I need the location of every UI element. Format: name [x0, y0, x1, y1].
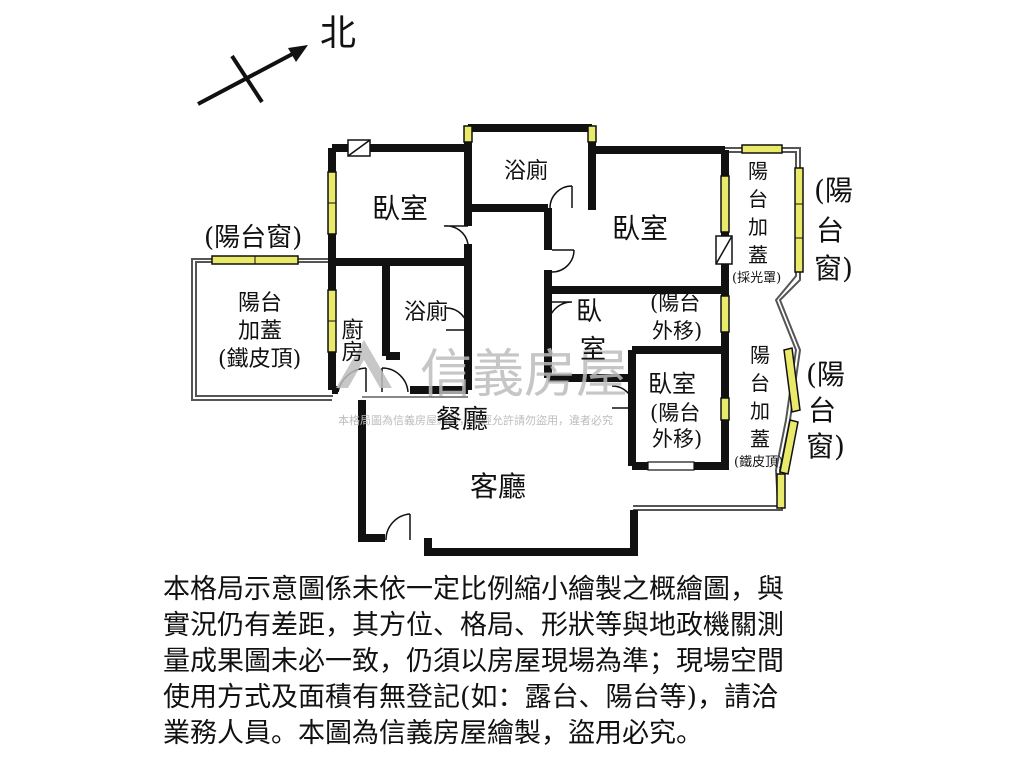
- balcony-outlines: [191, 147, 802, 511]
- sliding-window-fixture: [647, 461, 695, 471]
- left-balcony-labels: (陽台窗) 陽台 加蓋 (鐵皮頂): [204, 223, 302, 372]
- compass-cross-bar: [230, 54, 264, 104]
- label-left-balcony-3: (鐵皮頂): [218, 347, 301, 372]
- north-arrow-shaft: [197, 48, 301, 106]
- label-rbb-c2: 台: [750, 371, 770, 395]
- room-labels: 臥室 浴廁 臥室 廚房 浴廁 臥 室 (陽台 外移) 臥室 (陽台 外移) 餐廳…: [338, 159, 703, 503]
- label-balcony-moved-2: 外移): [652, 319, 702, 343]
- label-left-balcony-2: 加蓋: [238, 319, 282, 344]
- window-right-balcony-lower-c: [776, 473, 786, 509]
- label-bedroom-lower-note-2: 外移): [652, 427, 702, 451]
- watermark-brand: 信義房屋: [420, 345, 628, 405]
- watermark: 信義房屋 本格局圖為信義房屋繪製，未經允許請勿盜用，違者必究: [336, 340, 628, 427]
- label-rbt-window-1: (陽: [814, 174, 853, 207]
- label-rbb-c4: 蓋: [750, 427, 770, 451]
- disclaimer-line-1: 本格局示意圖係未依一定比例縮小繪製之概繪圖，與: [163, 574, 784, 605]
- window-right-balcony-lower-b: [779, 419, 799, 475]
- skylight-fixture-cross: [715, 235, 733, 265]
- north-arrow-head: [288, 45, 308, 62]
- label-bedroom-top-left: 臥室: [372, 192, 428, 225]
- door-bath-mid: [445, 307, 469, 331]
- label-bedroom-top-right: 臥室: [612, 212, 668, 245]
- label-rbb-window-1: (陽: [806, 358, 845, 391]
- window-bath-top-b: [587, 125, 597, 143]
- vent-fixture-cross: [347, 139, 371, 157]
- disclaimer-line-3: 量成果圖未必一致，仍須以房屋現場為準；現場空間: [163, 646, 784, 677]
- window-bedroom-top-right: [720, 175, 730, 233]
- label-rbb-c1: 陽: [750, 343, 770, 367]
- label-living: 客廳: [470, 470, 526, 503]
- door-bedroom-top-left: [443, 225, 469, 245]
- window-small-bedroom: [720, 295, 730, 333]
- right-balcony-bottom-labels: 陽 台 加 蓋 (鐵皮頂) (陽 台 窗): [734, 343, 845, 470]
- door-bedroom-top-right: [551, 249, 575, 273]
- window-dividers: [254, 202, 803, 322]
- door-lower-bedroom: [611, 385, 635, 409]
- label-rbt-window-3: 窗): [814, 252, 853, 285]
- watermark-small-text: 本格局圖為信義房屋繪製，未經允許請勿盜用，違者必究: [338, 413, 613, 427]
- door-entrance: [385, 513, 411, 541]
- label-rbb-window-2: 台: [808, 394, 836, 427]
- label-bath-top: 浴廁: [504, 159, 548, 184]
- door-small-bedroom: [547, 301, 573, 327]
- compass: 北: [197, 13, 356, 106]
- label-bedroom-lower: 臥室: [648, 370, 696, 398]
- window-right-balcony-top: [741, 144, 783, 154]
- label-small-bedroom-2: 室: [580, 335, 606, 365]
- right-balcony-top-labels: 陽 台 加 蓋 (採光罩) (陽 台 窗): [732, 159, 853, 286]
- wall-living-south: [424, 510, 638, 556]
- label-left-balcony-1: 陽台: [238, 291, 282, 316]
- disclaimer-line-5: 業務人員。本圖為信義房屋繪製，盜用必究。: [163, 718, 703, 749]
- label-rbt-c2: 台: [748, 187, 768, 211]
- label-small-bedroom-1: 臥: [576, 297, 602, 327]
- label-bath-mid: 浴廁: [404, 300, 448, 325]
- label-dining: 餐廳: [436, 405, 488, 435]
- window-lower-bedroom: [720, 397, 730, 421]
- label-rbb-c3: 加: [750, 399, 770, 423]
- label-rbt-c3: 加: [748, 215, 768, 239]
- door-bath-top: [549, 185, 573, 209]
- window-bath-top-a: [463, 125, 473, 143]
- label-bedroom-lower-note-1: (陽台: [650, 401, 700, 425]
- label-rbt-c4: 蓋: [748, 243, 768, 267]
- disclaimer-line-4: 使用方式及面積有無登記(如：露台、陽台等)，請洽: [163, 682, 779, 713]
- label-rbt-c1: 陽: [748, 159, 768, 183]
- disclaimer-line-2: 實況仍有差距，其方位、格局、形狀等與地政機關測: [163, 610, 784, 641]
- watermark-logo: [336, 340, 392, 388]
- label-rbt-note: (採光罩): [732, 271, 781, 286]
- window-right-balcony-side: [794, 167, 804, 273]
- window-right-balcony-lower-a: [783, 347, 801, 413]
- label-balcony-moved-1: (陽台: [650, 291, 700, 315]
- label-left-balcony-window: (陽台窗): [204, 223, 302, 253]
- north-label: 北: [320, 13, 356, 54]
- disclaimer-text: 本格局示意圖係未依一定比例縮小繪製之概繪圖，與 實況仍有差距，其方位、格局、形狀…: [163, 572, 903, 752]
- label-kitchen: 廚房: [338, 318, 364, 362]
- label-rbb-window-3: 窗): [806, 430, 845, 463]
- label-rbb-note: (鐵皮頂): [734, 454, 783, 470]
- label-rbt-window-2: 台: [816, 214, 844, 247]
- wall-living-west: [358, 400, 385, 542]
